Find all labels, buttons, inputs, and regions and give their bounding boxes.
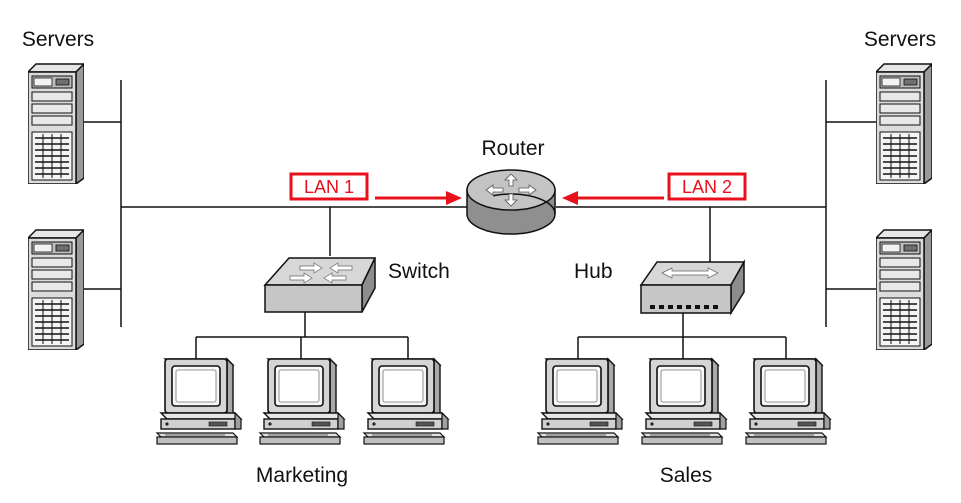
sales-label: Sales — [660, 464, 713, 487]
servers-right-label: Servers — [864, 28, 936, 51]
lan2-arrow — [562, 191, 664, 205]
hub-icon — [639, 259, 746, 316]
marketing-label: Marketing — [256, 464, 348, 487]
router-label: Router — [481, 137, 544, 160]
hub-label: Hub — [574, 260, 613, 283]
server-icon — [876, 63, 932, 184]
workstation-icon — [745, 358, 831, 445]
server-icon — [28, 229, 84, 350]
lan2-backbone — [556, 80, 878, 360]
switch-label: Switch — [388, 260, 450, 283]
lan2-callout: LAN 2 — [667, 172, 747, 201]
lan2-label: LAN 2 — [682, 177, 732, 197]
router-icon — [466, 169, 556, 235]
lan1-label: LAN 1 — [304, 177, 354, 197]
switch-icon — [263, 257, 377, 313]
server-icon — [28, 63, 84, 184]
workstation-icon — [537, 358, 623, 445]
lan1-backbone — [77, 80, 467, 360]
workstation-icon — [259, 358, 345, 445]
lan1-callout: LAN 1 — [289, 172, 369, 201]
lan1-arrow — [375, 191, 462, 205]
workstation-icon — [156, 358, 242, 445]
server-icon — [876, 229, 932, 350]
workstation-icon — [641, 358, 727, 445]
servers-left-label: Servers — [22, 28, 94, 51]
workstation-icon — [363, 358, 449, 445]
